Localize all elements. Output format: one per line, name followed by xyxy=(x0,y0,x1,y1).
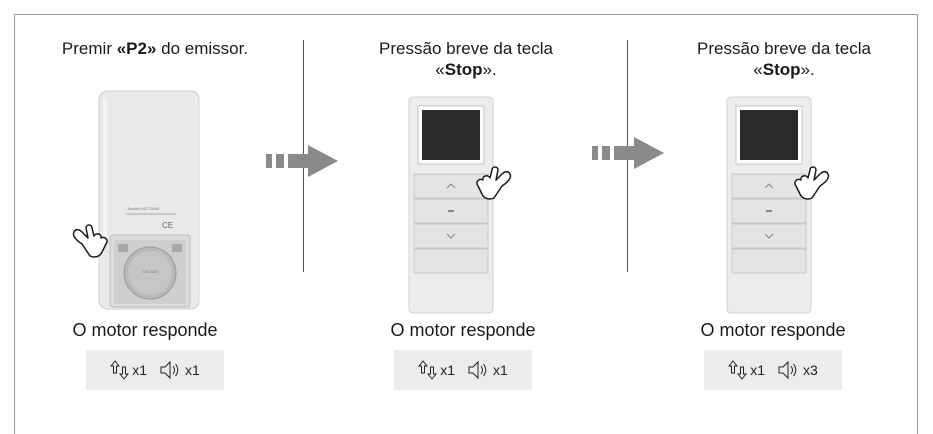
up-down-count: x1 xyxy=(440,362,455,378)
next-step-arrow-icon xyxy=(266,145,338,177)
up-down-indicator: x1 xyxy=(418,359,455,381)
svg-text:CE: CE xyxy=(162,221,173,230)
remote-front xyxy=(408,96,494,314)
step-3-title: Pressão breve da tecla «Stop». xyxy=(697,39,871,79)
up-down-count: x1 xyxy=(750,362,765,378)
pressing-hand-icon xyxy=(476,166,512,200)
beep-indicator: x3 xyxy=(777,359,818,381)
speaker-icon xyxy=(160,360,179,380)
step-1-title: Premir «P2» do emissor. xyxy=(61,39,249,58)
remote-back-open: Modell NICT3000 CE CR2430 xyxy=(98,90,200,310)
step-1-response: O motor responde xyxy=(72,320,218,340)
step-2-response: O motor responde xyxy=(390,320,536,340)
step-1-feedback: x1 x1 xyxy=(86,350,224,390)
up-down-indicator: x1 xyxy=(110,359,147,381)
speaker-icon xyxy=(468,360,487,380)
diagram-frame xyxy=(14,14,918,434)
step-2-title: Pressão breve da tecla «Stop». xyxy=(379,39,553,79)
up-down-arrows-icon xyxy=(728,360,748,380)
up-down-arrows-icon xyxy=(110,360,130,380)
step-3-response: O motor responde xyxy=(700,320,846,340)
svg-text:Modell NICT3000: Modell NICT3000 xyxy=(128,206,160,211)
beep-indicator: x1 xyxy=(159,359,200,381)
step-2-feedback: x1 x1 xyxy=(394,350,532,390)
beep-indicator: x1 xyxy=(467,359,508,381)
pressing-hand-icon xyxy=(72,224,108,258)
step-3-feedback: x1 x3 xyxy=(704,350,842,390)
next-step-arrow-icon xyxy=(592,137,664,169)
svg-text:CR2430: CR2430 xyxy=(143,269,158,274)
pressing-hand-icon xyxy=(794,166,830,200)
up-down-arrows-icon xyxy=(418,360,438,380)
beep-count: x1 xyxy=(493,362,508,378)
remote-front xyxy=(726,96,812,314)
up-down-count: x1 xyxy=(132,362,147,378)
beep-count: x3 xyxy=(803,362,818,378)
speaker-icon xyxy=(778,360,797,380)
beep-count: x1 xyxy=(185,362,200,378)
up-down-indicator: x1 xyxy=(728,359,765,381)
